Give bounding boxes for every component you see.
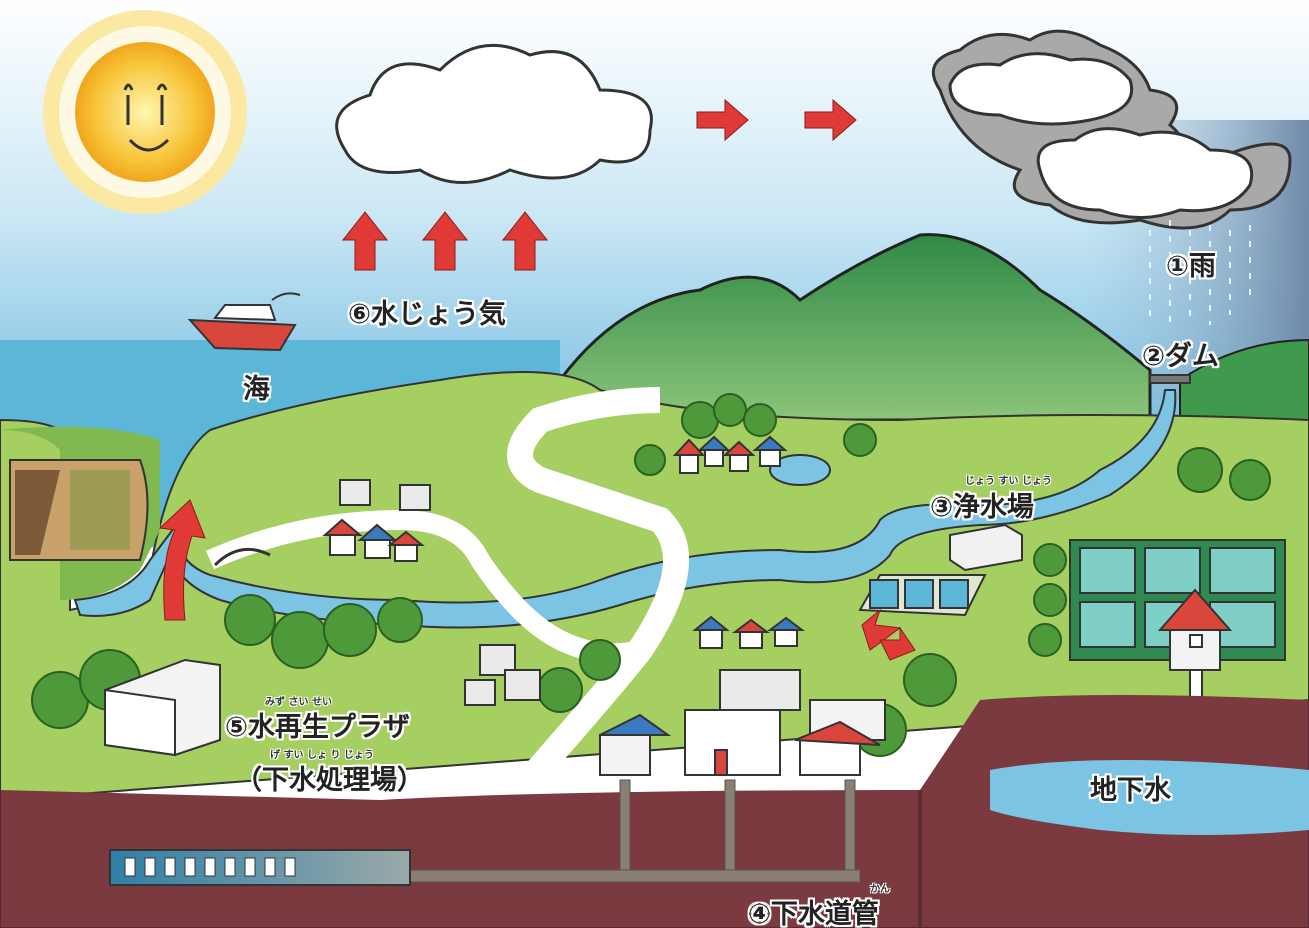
mountains <box>558 233 1152 422</box>
reclamation-building <box>104 658 221 757</box>
rain-label: ①雨 <box>1166 251 1216 282</box>
pond <box>769 454 831 486</box>
purification-label: ③浄水場 <box>930 492 1034 523</box>
road-main <box>507 387 689 799</box>
arrow-right-2 <box>804 98 857 142</box>
sea-label: 海 <box>243 374 270 405</box>
houses <box>322 435 805 649</box>
purification-ruby: じょう すい じょう <box>965 476 1052 487</box>
water-reclaim-ruby: みず さい せい <box>265 697 332 708</box>
sewer-pipes <box>409 779 861 883</box>
dam-structure <box>1149 374 1191 384</box>
groundwater-label: 地下水 <box>1090 775 1171 806</box>
arrows <box>158 98 916 661</box>
sun <box>43 10 247 214</box>
white-cloud <box>335 43 653 184</box>
arrow-up-2 <box>421 211 469 271</box>
vapor-label: ⑥水じょう気 <box>348 299 506 330</box>
arrow-up-3 <box>501 211 549 271</box>
arrow-down-1 <box>861 608 902 651</box>
sewage-plant-ruby: げ すい しょ り じょう <box>270 750 374 761</box>
road-branch <box>205 509 643 664</box>
dam-label: ②ダム <box>1142 341 1219 372</box>
farm-field <box>9 459 149 561</box>
arrow-to-sea <box>158 499 206 621</box>
water-reclaim-label: ⑤水再生プラザ <box>225 712 410 743</box>
sewer-pipe-label: ④下水道管 <box>748 899 879 928</box>
rain-cloud <box>931 29 1292 230</box>
sewage-plant-label: （下水処理場） <box>235 765 424 796</box>
ship <box>187 292 301 352</box>
rain-drops <box>1149 220 1251 330</box>
sewer-pipe-ruby: かん <box>870 884 890 895</box>
sewage-tank <box>109 849 411 886</box>
purification-plant <box>858 523 1023 617</box>
tank-windows <box>124 857 296 877</box>
arrow-down-2 <box>879 626 916 661</box>
arrow-up-1 <box>341 211 389 271</box>
town-buildings <box>599 699 886 776</box>
bridge <box>213 547 271 567</box>
mountain-right <box>1179 338 1309 431</box>
groundwater-pool <box>990 760 1309 835</box>
arrow-right-1 <box>696 98 749 142</box>
rice-paddies <box>1069 539 1286 661</box>
